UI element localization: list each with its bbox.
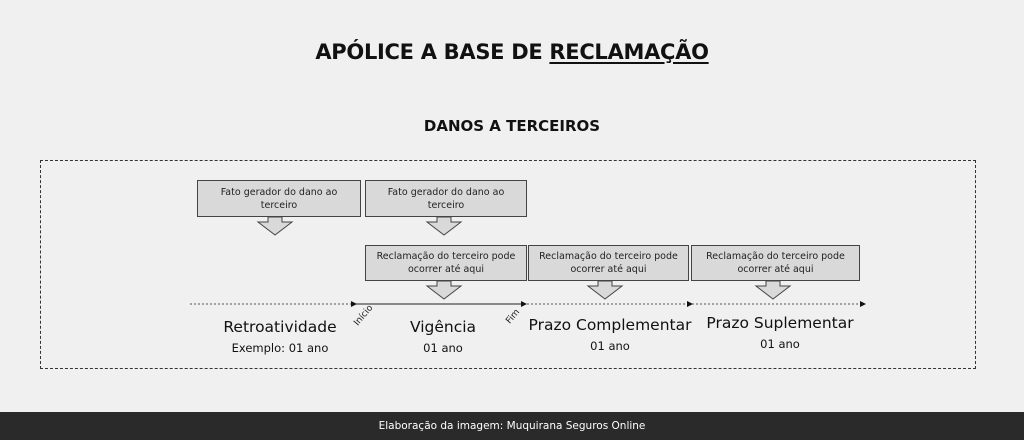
timeline-arrowhead [860, 301, 866, 307]
title-prefix: APÓLICE A BASE DE [315, 40, 550, 64]
reclamacao-box-suplementar: Reclamação do terceiro pode ocorrer até … [691, 245, 860, 281]
down-arrow-icon [586, 280, 624, 300]
down-arrow-icon [425, 280, 463, 300]
period-retroatividade-duration: Exemplo: 01 ano [231, 341, 329, 355]
diagram-frame [40, 160, 976, 369]
period-prazo-suplementar-duration: 01 ano [760, 337, 800, 351]
period-prazo-suplementar: Prazo Suplementar [706, 314, 854, 332]
fato-gerador-box-1: Fato gerador do dano ao terceiro [197, 180, 361, 217]
period-prazo-complementar: Prazo Complementar [528, 316, 692, 334]
period-vigencia: Vigência [409, 318, 477, 336]
period-prazo-complementar-duration: 01 ano [590, 339, 630, 353]
fato-gerador-box-2: Fato gerador do dano ao terceiro [365, 180, 527, 217]
down-arrow-icon [425, 216, 463, 236]
page-title: APÓLICE A BASE DE RECLAMAÇÃO [0, 40, 1024, 64]
period-vigencia-duration: 01 ano [423, 341, 463, 355]
timeline-arrowhead [687, 301, 693, 307]
title-underlined: RECLAMAÇÃO [549, 40, 709, 64]
diagram-subtitle: DANOS A TERCEIROS [423, 117, 601, 135]
period-retroatividade: Retroatividade [223, 318, 337, 336]
reclamacao-box-vigencia: Reclamação do terceiro pode ocorrer até … [365, 245, 527, 281]
footer-credit: Elaboração da imagem: Muquirana Seguros … [0, 412, 1024, 440]
down-arrow-icon [754, 280, 792, 300]
down-arrow-icon [256, 216, 294, 236]
reclamacao-box-complementar: Reclamação do terceiro pode ocorrer até … [528, 245, 689, 281]
timeline-arrowhead [351, 301, 357, 307]
timeline-arrowhead [521, 301, 527, 307]
